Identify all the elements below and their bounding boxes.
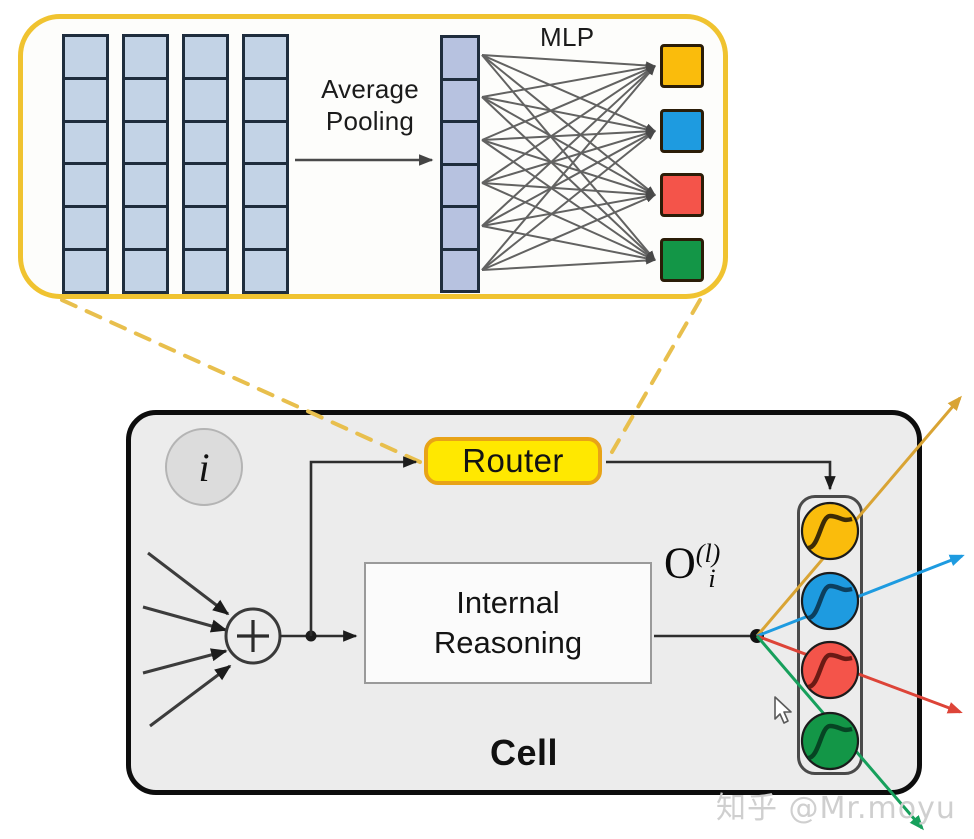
input-cell [185, 251, 226, 291]
input-cell [185, 37, 226, 80]
average-pooling-label: Average Pooling [300, 74, 440, 137]
input-cell [125, 165, 166, 209]
watermark: 知乎 @Mr.moyu [716, 791, 956, 826]
input-cell [125, 37, 166, 80]
output-blue [660, 109, 704, 153]
input-column [182, 34, 229, 294]
notation-base: O [664, 538, 696, 588]
input-cell [245, 208, 286, 252]
reasoning-line1: Internal [456, 585, 560, 621]
output-red [660, 173, 704, 217]
input-cell [185, 165, 226, 209]
reasoning-line2: Reasoning [433, 625, 583, 660]
input-cell [65, 165, 106, 209]
input-cell [125, 251, 166, 291]
internal-reasoning-box: Internal Reasoning [364, 562, 652, 684]
input-cell [125, 208, 166, 252]
output-green [660, 238, 704, 282]
input-cell [65, 79, 106, 123]
input-cell [185, 122, 226, 166]
input-cell [185, 79, 226, 123]
input-cell [65, 208, 106, 252]
pooled-vector [440, 35, 480, 293]
output-amber [660, 44, 704, 88]
input-cell [245, 79, 286, 123]
cell-index-badge: i [165, 428, 243, 506]
mlp-label: MLP [540, 22, 595, 52]
input-cell [65, 251, 106, 291]
input-column [122, 34, 169, 294]
activation-stack [797, 495, 863, 775]
router-box[interactable]: Router [424, 437, 602, 485]
pooled-cell [443, 123, 477, 166]
pooled-cell [443, 38, 477, 81]
pooled-cell [443, 80, 477, 123]
input-cell [185, 208, 226, 252]
notation-subscript: i [708, 564, 716, 594]
input-cell [125, 122, 166, 166]
input-cell [65, 37, 106, 80]
pooled-cell [443, 208, 477, 251]
pooling-label-line2: Pooling [325, 105, 415, 136]
input-column [242, 34, 289, 294]
input-cell [245, 37, 286, 80]
pooling-label-line1: Average [321, 74, 419, 104]
input-column [62, 34, 109, 294]
pooled-cell [443, 250, 477, 290]
notation-superscript: (l) [695, 539, 721, 568]
input-cell [125, 79, 166, 123]
input-cell [245, 122, 286, 166]
input-cell [65, 122, 106, 166]
cell-label: Cell [489, 732, 559, 773]
input-cell [245, 251, 286, 291]
pooled-cell [443, 165, 477, 208]
input-cell [245, 165, 286, 209]
output-notation: O(l)i [664, 538, 720, 594]
